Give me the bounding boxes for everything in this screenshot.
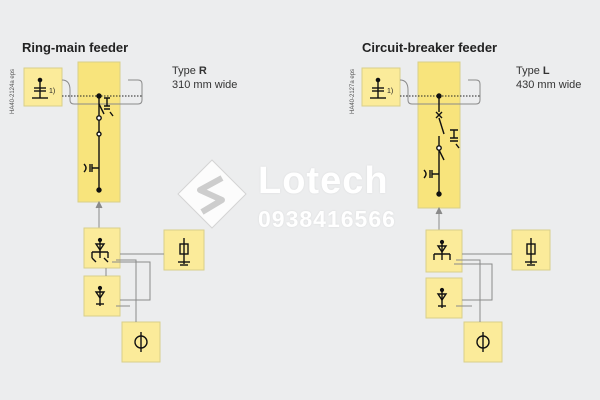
left-title: Ring-main feeder [22, 40, 129, 55]
left-type-letter: R [198, 65, 207, 77]
right-footnote: 1) [387, 88, 394, 95]
right-type-label: Type L 430 mm wide [516, 64, 581, 92]
ring-main-symbols [32, 77, 190, 352]
watermark-phone: 0938416566 [258, 206, 396, 232]
left-footnote: 1) [49, 88, 56, 95]
right-width: 430 mm wide [516, 79, 582, 91]
right-side-label: HA40-2127a eps [350, 68, 356, 114]
right-title: Circuit-breaker feeder [362, 40, 498, 55]
ring-main-diagram [23, 61, 205, 363]
current-transformer-box-right-1 [425, 229, 463, 273]
left-type-prefix: Type [172, 65, 199, 77]
left-side-label: HA40-2124a eps [10, 68, 16, 114]
capacitive-indicator-box-right [361, 67, 401, 107]
left-width: 310 mm wide [172, 79, 238, 91]
lotech-logo-icon [177, 159, 247, 229]
watermark-brand: Lotech [258, 160, 389, 202]
current-transformer-box-right-2 [425, 277, 463, 319]
circuit-breaker-symbols [370, 77, 537, 352]
capacitive-indicator-box [23, 67, 63, 107]
left-type-label: Type R 310 mm wide [172, 64, 237, 92]
right-type-prefix: Type [516, 65, 543, 77]
right-type-letter: L [542, 65, 550, 77]
